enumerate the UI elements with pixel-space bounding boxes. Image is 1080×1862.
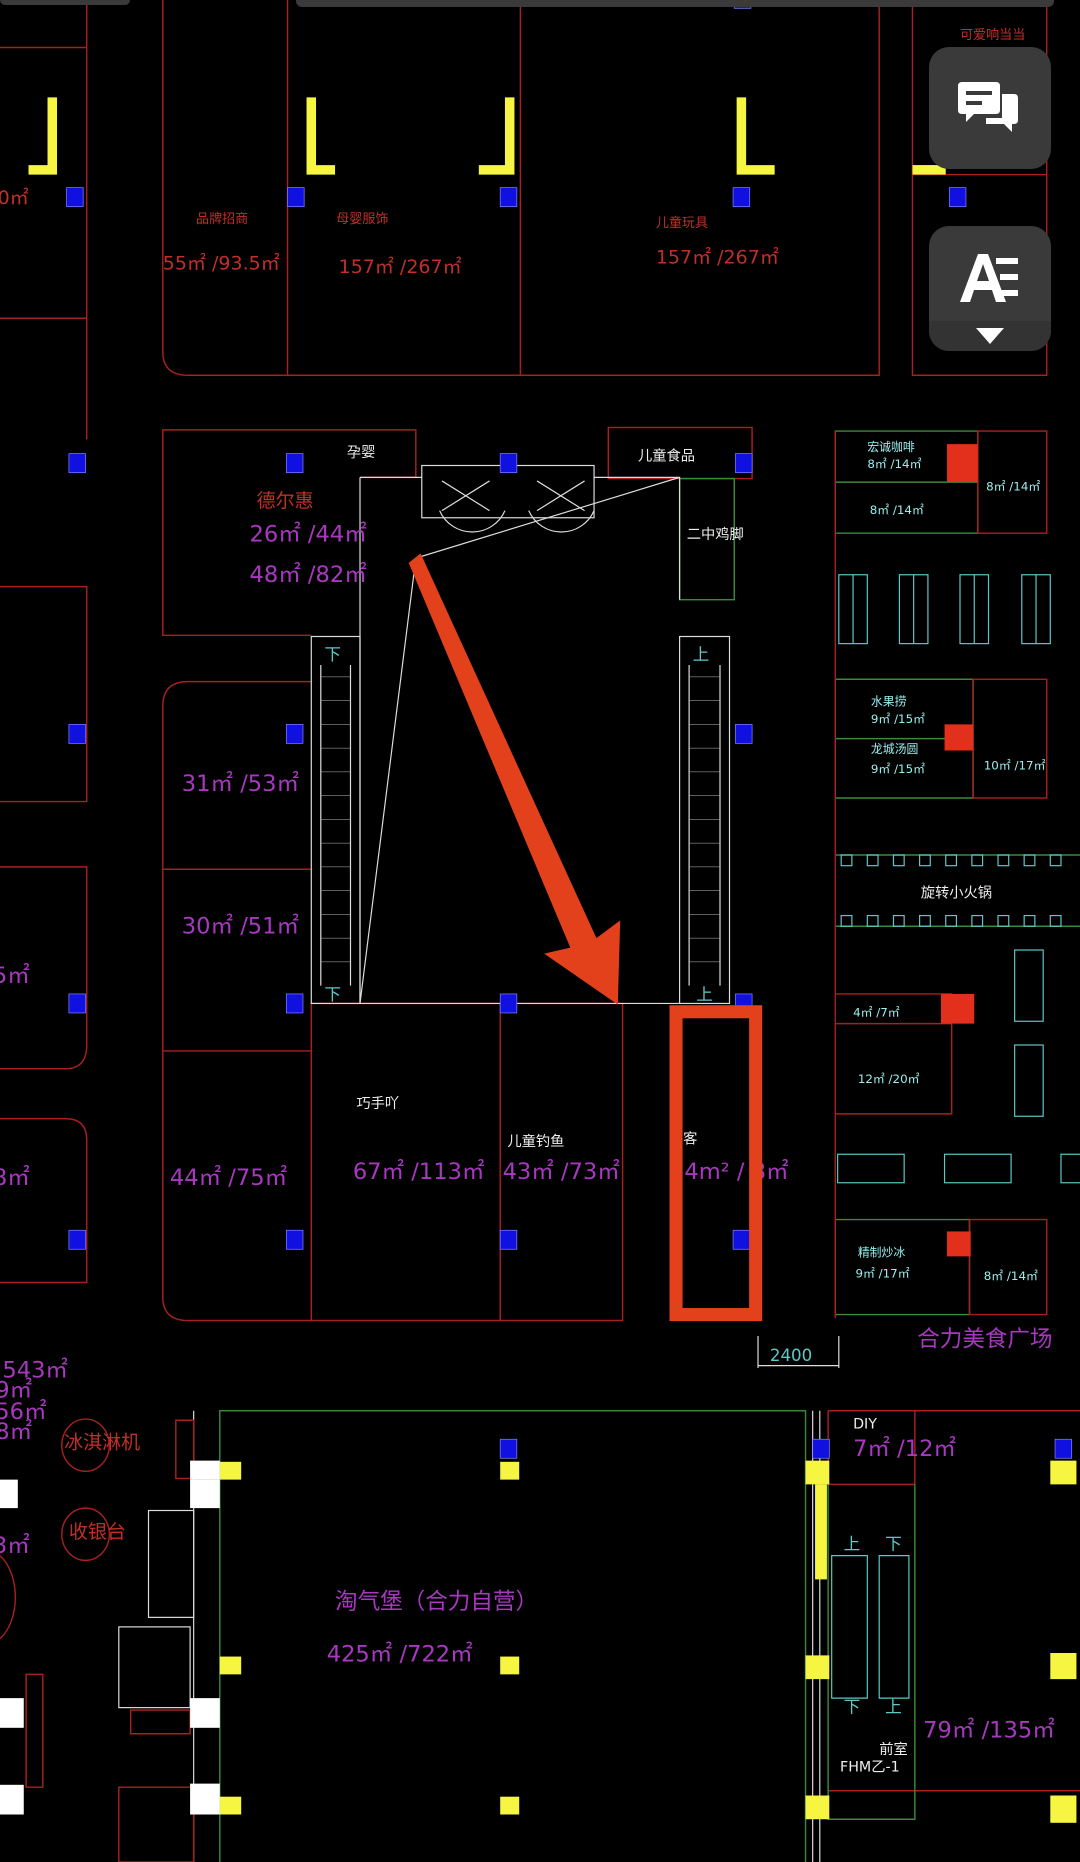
shop-label: 淘气堡（合力自营）: [335, 1589, 538, 1615]
stair-label: 下: [844, 1697, 861, 1716]
shop-label: 客: [683, 1131, 697, 1148]
shop-label: 精制炒冰: [858, 1245, 906, 1259]
shop-area: 12㎡ /20㎡: [858, 1072, 920, 1086]
shop-area: 4㎡ /7㎡: [853, 1006, 900, 1020]
shop-area: 543㎡: [2, 1358, 68, 1384]
escalator-label: 上: [696, 985, 713, 1004]
door-label: FHM乙-1: [840, 1760, 900, 1776]
text-format-icon: [960, 254, 1018, 302]
shop-area: 157㎡ /267㎡: [656, 246, 779, 269]
chat-bubbles-icon: [958, 82, 1018, 132]
stair-label: 上: [844, 1535, 861, 1554]
columns-white: [0, 1460, 220, 1815]
shop-label: 二中鸡脚: [687, 526, 744, 543]
toolbar-edge: [0, 0, 130, 5]
shop-area: 10㎡ /17㎡: [984, 759, 1046, 773]
shop-area: 30㎡ /51㎡: [182, 913, 299, 939]
shop-area: 9㎡ /17㎡: [855, 1267, 909, 1281]
equipment-label: 收银台: [69, 1521, 126, 1543]
shop-area: 8㎡ /14㎡: [867, 457, 921, 471]
bottom-walls: [0, 1335, 1080, 1862]
shop-area: 8㎡ /14㎡: [986, 479, 1040, 493]
shop-area: 7㎡ /12㎡: [853, 1436, 956, 1462]
shop-area: 56㎡: [0, 1399, 47, 1425]
shop-label: 可爱响当当: [960, 27, 1025, 43]
shop-label: 儿童玩具: [656, 215, 708, 231]
food-court-tables: [837, 574, 1080, 1184]
annotation-highlight-box: [669, 1005, 763, 1322]
shop-area: 0㎡: [0, 186, 29, 209]
shop-area: 3㎡: [0, 1533, 30, 1559]
shop-label: DIY: [853, 1417, 877, 1433]
stair-label: 上: [885, 1697, 902, 1716]
shop-area: 31㎡ /53㎡: [182, 771, 299, 797]
shop-area: 79㎡ /135㎡: [923, 1717, 1055, 1743]
shop-area: 8㎡ /14㎡: [984, 1269, 1038, 1283]
food-court-title: 合力美食广场: [917, 1327, 1052, 1353]
escalator-label: 上: [693, 645, 710, 664]
shop-label: 品牌招商: [196, 211, 248, 227]
hotpot-seats: [840, 854, 1062, 927]
shop-label: 巧手吖: [356, 1095, 399, 1112]
escalator-steps: [320, 676, 720, 963]
shop-label: 宏诚咖啡: [867, 440, 915, 454]
columns-blue: [66, 0, 1073, 1459]
shop-area: 48㎡ /82㎡: [250, 562, 367, 588]
walls: [0, 0, 1048, 1322]
shop-area: 55㎡ /93.5㎡: [163, 252, 280, 275]
triangle-down-icon: [976, 328, 1004, 344]
escalator-label: 下: [324, 985, 341, 1004]
shop-label: 孕婴: [347, 445, 376, 461]
shop-label: 龙城汤圆: [871, 742, 918, 756]
shop-label: 德尔惠: [257, 490, 314, 512]
food-court-walls: [834, 430, 1080, 1319]
shop-area: 43㎡ /73㎡: [503, 1159, 620, 1185]
shop-area: 9㎡ /15㎡: [871, 762, 925, 776]
expand-toggle[interactable]: [929, 321, 1051, 351]
red-markers: [940, 444, 978, 1257]
shop-label: 儿童钓鱼: [507, 1132, 564, 1150]
shop-area: 9㎡ /15㎡: [871, 712, 925, 726]
shop-area: 8㎡: [0, 1419, 32, 1445]
shop-area: 157㎡ /267㎡: [339, 255, 462, 278]
top-toolbar-edge: [296, 0, 1054, 7]
shop-area: 44㎡ /75㎡: [170, 1165, 287, 1191]
shop-label: 儿童食品: [638, 447, 695, 465]
shop-area: 8㎡: [0, 1165, 30, 1191]
highlighted-shop-area: 4m² / 8㎡: [684, 1159, 788, 1185]
shop-area: 425㎡ /722㎡: [327, 1641, 473, 1667]
shop-area: 8㎡ /14㎡: [870, 503, 924, 517]
shop-area: 5㎡: [0, 963, 30, 989]
room-label: 前室: [879, 1741, 908, 1758]
shop-area: 26㎡ /44㎡: [250, 522, 367, 548]
escalator-label: 下: [324, 645, 341, 664]
comments-button[interactable]: [929, 47, 1051, 169]
stair-label: 下: [885, 1535, 902, 1554]
shop-area: 67㎡ /113㎡: [353, 1159, 485, 1185]
columns-yellow: [28, 97, 1077, 1823]
text-format-button[interactable]: [929, 226, 1051, 351]
annotation-arrow: [408, 553, 621, 1005]
equipment-label: 冰淇淋机: [64, 1432, 140, 1454]
shop-label: 母婴服饰: [336, 212, 388, 227]
dimension-label: 2400: [770, 1346, 812, 1365]
elevator-icon: [421, 464, 595, 533]
shop-label: 水果捞: [871, 694, 907, 708]
shop-area: 9㎡: [0, 1378, 32, 1404]
shop-label: 旋转小火锅: [921, 885, 992, 902]
